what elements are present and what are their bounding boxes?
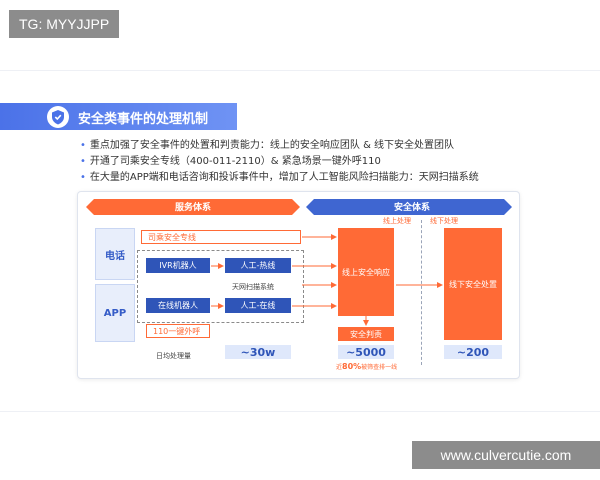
safety-header-arrow: [306, 199, 512, 215]
shield-icon: [47, 106, 69, 128]
watermark-bottom-right: www.culvercutie.com: [412, 441, 600, 469]
manual-hotline-box: 人工-热线: [225, 258, 291, 273]
safety-judgment-box: 安全判责: [338, 327, 394, 341]
header-arrows: [86, 199, 512, 215]
watermark-top-left: TG: MYYJJPP: [9, 10, 120, 38]
note-suffix: 被筛查排一线: [361, 364, 398, 371]
manual-online-box: 人工-在线: [225, 298, 291, 313]
count-offline: ~200: [444, 345, 502, 359]
service-header-label: 服务体系: [174, 203, 211, 213]
channel-phone: 电话: [95, 228, 135, 280]
safety-header-label: 安全体系: [393, 203, 430, 213]
count-service: ~30w: [225, 345, 291, 359]
slide-title: 安全类事件的处理机制: [78, 112, 209, 127]
channel-app: APP: [95, 284, 135, 342]
online-offline-divider: [421, 220, 422, 365]
online-response-box: 线上安全响应: [338, 228, 394, 316]
bullet-item: 重点加强了安全事件的处置和判责能力：线上的安全响应团队 & 线下安全处置团队: [80, 138, 595, 154]
screening-note: 近80%被筛查排一线: [336, 362, 397, 371]
bullet-item: 开通了司乘安全专线（400-011-2110）& 紧急场景一键外呼110: [80, 154, 595, 170]
ivr-robot-box: IVR机器人: [146, 258, 210, 273]
slide-title-bar: [0, 103, 237, 130]
online-robot-box: 在线机器人: [146, 298, 210, 313]
flow-arrows: [211, 234, 443, 326]
count-online: ~5000: [338, 345, 394, 359]
bullet-item: 在大量的APP端和电话咨询和投诉事件中，增加了人工智能风险扫描能力：天网扫描系统: [80, 170, 595, 186]
skynet-label: 天网扫描系统: [232, 283, 274, 291]
call-110-box: 110一键外呼: [146, 324, 210, 338]
service-header-arrow: [86, 199, 300, 215]
note-prefix: 近: [336, 364, 343, 371]
note-percent: 80%: [342, 362, 362, 371]
daily-volume-label: 日均处理量: [156, 352, 191, 360]
offline-disposal-box: 线下安全处置: [444, 228, 502, 340]
online-label: 线上处理: [383, 217, 411, 225]
special-line-box: 司乘安全专线: [141, 230, 301, 244]
bullet-list: 重点加强了安全事件的处置和判责能力：线上的安全响应团队 & 线下安全处置团队 开…: [80, 138, 595, 186]
skynet-region: [137, 250, 304, 323]
offline-label: 线下处理: [430, 217, 458, 225]
